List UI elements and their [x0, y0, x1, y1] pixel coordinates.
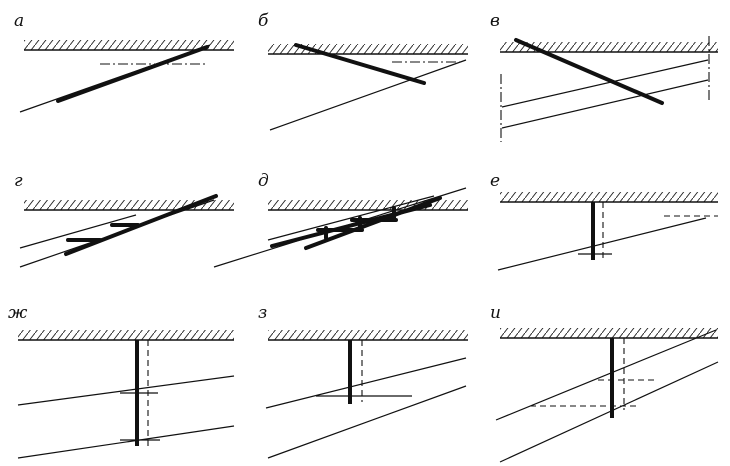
ore-body-line-upper	[501, 59, 709, 108]
ore-body-line-lower	[17, 425, 235, 459]
panel-a: а	[14, 11, 234, 113]
inclined-shaft	[56, 45, 209, 103]
panel-i: и	[490, 303, 719, 463]
ground-hatching	[18, 330, 234, 340]
panel-zh: ж	[8, 303, 235, 459]
panel-label-a: а	[14, 11, 24, 31]
panel-label-z: з	[258, 303, 267, 323]
panel-label-g: г	[14, 171, 23, 191]
inclined-shaft	[294, 43, 426, 85]
ground-hatching	[500, 42, 718, 52]
panel-label-d: д	[258, 171, 269, 191]
ore-body-line-upper	[267, 195, 435, 241]
ground-hatching	[500, 192, 718, 202]
inclined-shaft	[64, 194, 218, 256]
ground-hatching	[500, 328, 718, 338]
ground-hatching	[24, 40, 234, 50]
panel-label-zh: ж	[8, 303, 28, 323]
panel-label-v: в	[490, 11, 500, 31]
panel-label-b: б	[258, 11, 269, 31]
panel-v: в	[490, 11, 718, 142]
panel-label-e: е	[490, 171, 500, 191]
ore-body-line-lower	[499, 361, 719, 463]
panel-d: д	[213, 171, 468, 268]
ore-body-line-upper	[17, 375, 235, 406]
inclined-shaft	[514, 38, 664, 105]
ore-body-line-upper	[495, 329, 717, 421]
ore-body-line	[269, 59, 467, 131]
panel-z: з	[258, 303, 468, 459]
ground-hatching	[268, 44, 468, 54]
inclined-shaft	[304, 196, 442, 250]
panel-label-i: и	[490, 303, 501, 323]
panel-b: б	[258, 11, 468, 131]
ground-hatching	[24, 200, 234, 210]
ore-body-line-upper	[265, 357, 467, 409]
ore-body-line-lower	[267, 385, 467, 459]
ground-hatching	[268, 330, 468, 340]
ore-body-line-upper	[19, 214, 137, 249]
panel-e: е	[490, 171, 718, 271]
ground-hatching	[268, 200, 468, 210]
ore-body-line	[497, 217, 707, 271]
panel-g: г	[14, 171, 234, 268]
ore-body-line-lower	[501, 79, 709, 129]
